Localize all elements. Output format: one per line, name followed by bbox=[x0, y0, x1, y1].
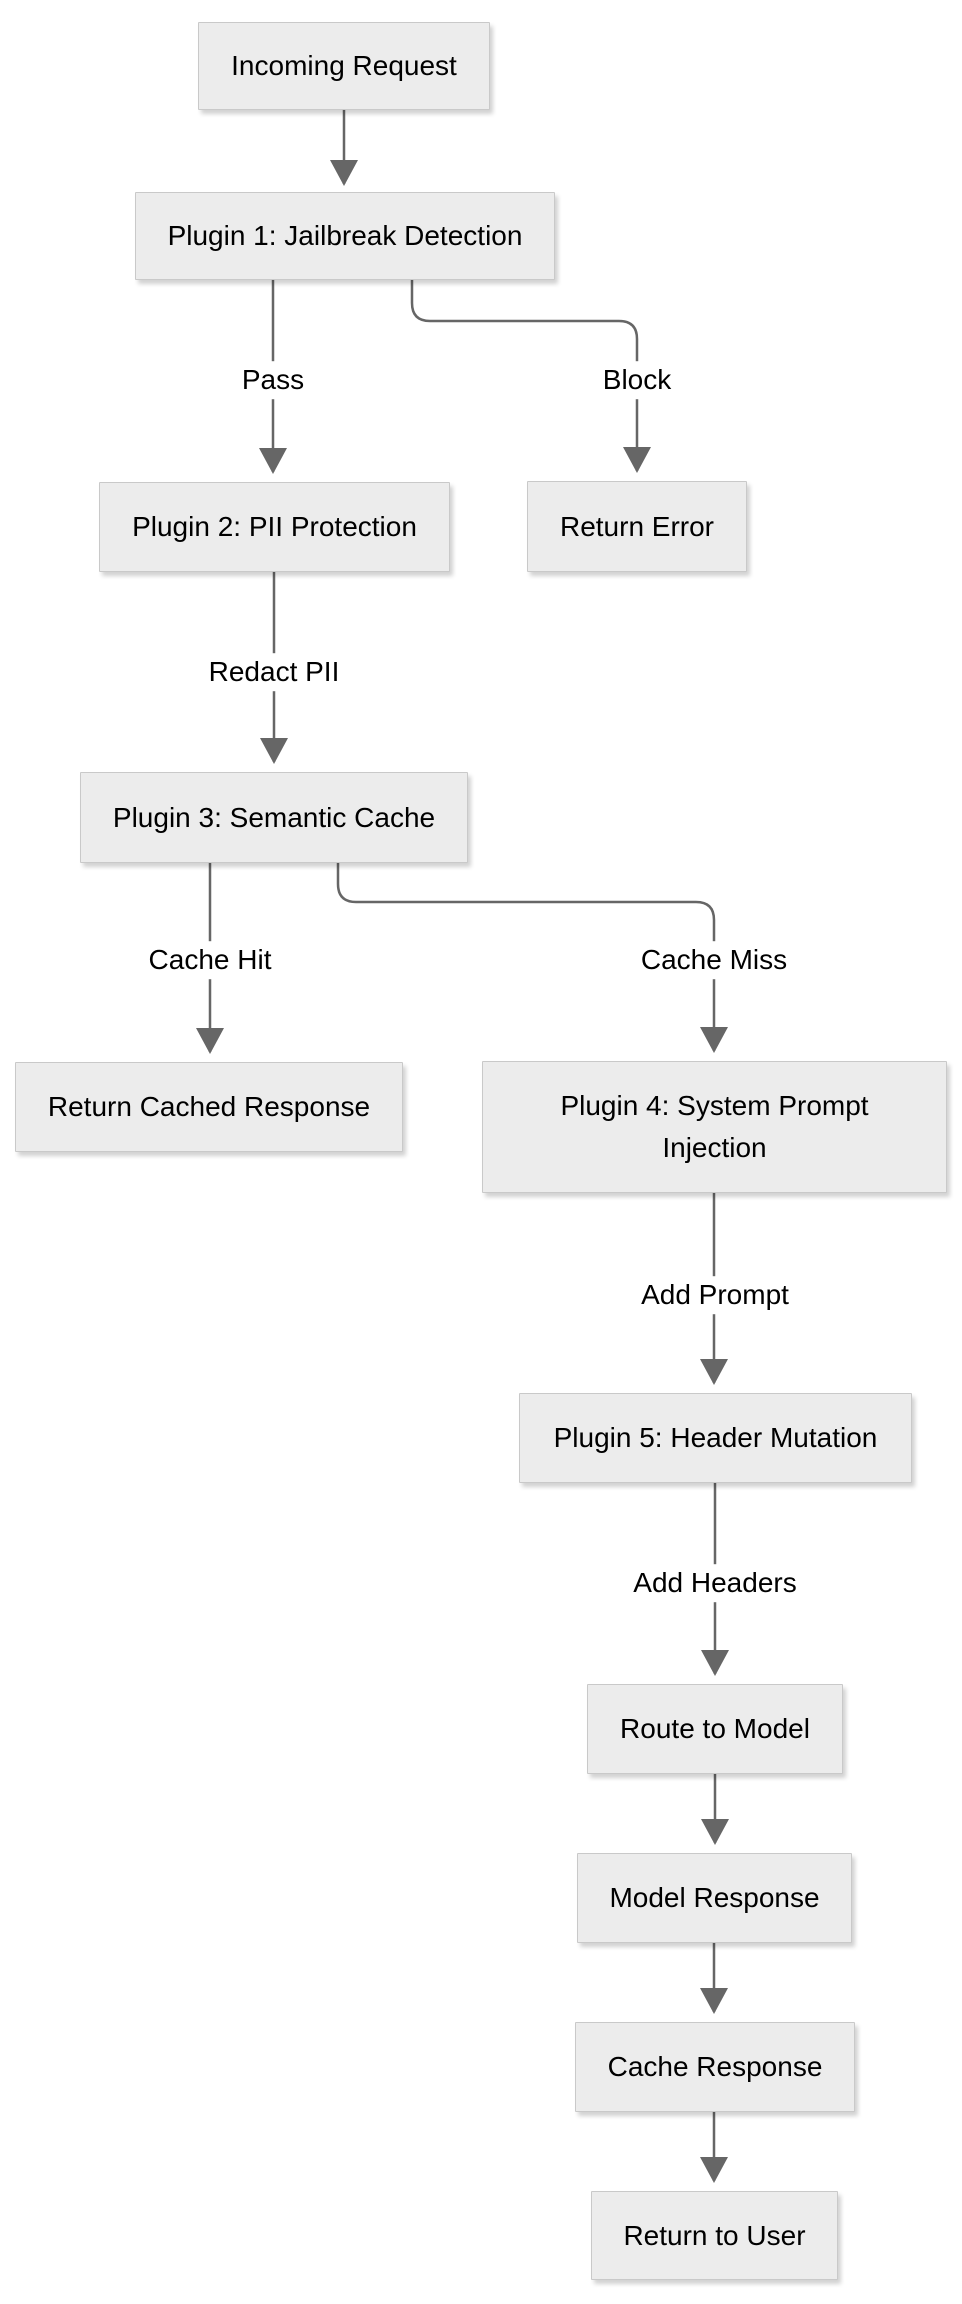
node-label: Route to Model bbox=[620, 1713, 810, 1744]
edge-label-cache-miss: Cache Miss bbox=[632, 941, 796, 979]
node-label: Return Cached Response bbox=[47, 1091, 371, 1122]
edge-label-cache-hit: Cache Hit bbox=[140, 941, 280, 979]
edge-label-pass: Pass bbox=[233, 361, 313, 399]
node-label: Return to User bbox=[623, 2219, 806, 2251]
node-return-cached-response: Return Cached Response bbox=[15, 1062, 403, 1152]
edge-label-add-prompt: Add Prompt bbox=[633, 1276, 797, 1314]
node-label: Plugin 1: Jailbreak Detection bbox=[167, 220, 523, 251]
node-route-to-model: Route to Model bbox=[587, 1684, 843, 1774]
node-plugin5-header-mutation: Plugin 5: Header Mutation bbox=[519, 1393, 912, 1483]
node-cache-response: Cache Response bbox=[575, 2022, 855, 2112]
node-plugin1-jailbreak-detection: Plugin 1: Jailbreak Detection bbox=[135, 192, 555, 280]
edge-label-add-headers: Add Headers bbox=[625, 1564, 805, 1602]
node-label: Return Error bbox=[559, 510, 715, 542]
node-label: Plugin 3: Semantic Cache bbox=[112, 801, 436, 833]
node-label: Plugin 2: PII Protection bbox=[132, 511, 417, 542]
node-label: Plugin 4: System Prompt Injection bbox=[560, 1090, 869, 1163]
node-plugin4-system-prompt-injection: Plugin 4: System Prompt Injection bbox=[482, 1061, 947, 1193]
node-model-response: Model Response bbox=[577, 1853, 852, 1943]
edge-plugin3-to-plugin4 bbox=[336, 863, 728, 1053]
node-return-error: Return Error bbox=[527, 481, 747, 572]
node-label: Plugin 5: Header Mutation bbox=[553, 1422, 878, 1453]
node-label: Incoming Request bbox=[231, 50, 457, 81]
node-label: Model Response bbox=[609, 1882, 820, 1913]
edge-label-redact-pii: Redact PII bbox=[200, 653, 348, 691]
node-incoming-request: Incoming Request bbox=[198, 22, 490, 110]
edge-label-block: Block bbox=[594, 361, 680, 399]
node-label: Cache Response bbox=[607, 2051, 823, 2082]
node-plugin2-pii-protection: Plugin 2: PII Protection bbox=[99, 482, 450, 572]
node-plugin3-semantic-cache: Plugin 3: Semantic Cache bbox=[80, 772, 468, 863]
edge-plugin1-to-return-error bbox=[410, 280, 651, 473]
node-return-to-user: Return to User bbox=[591, 2191, 838, 2280]
